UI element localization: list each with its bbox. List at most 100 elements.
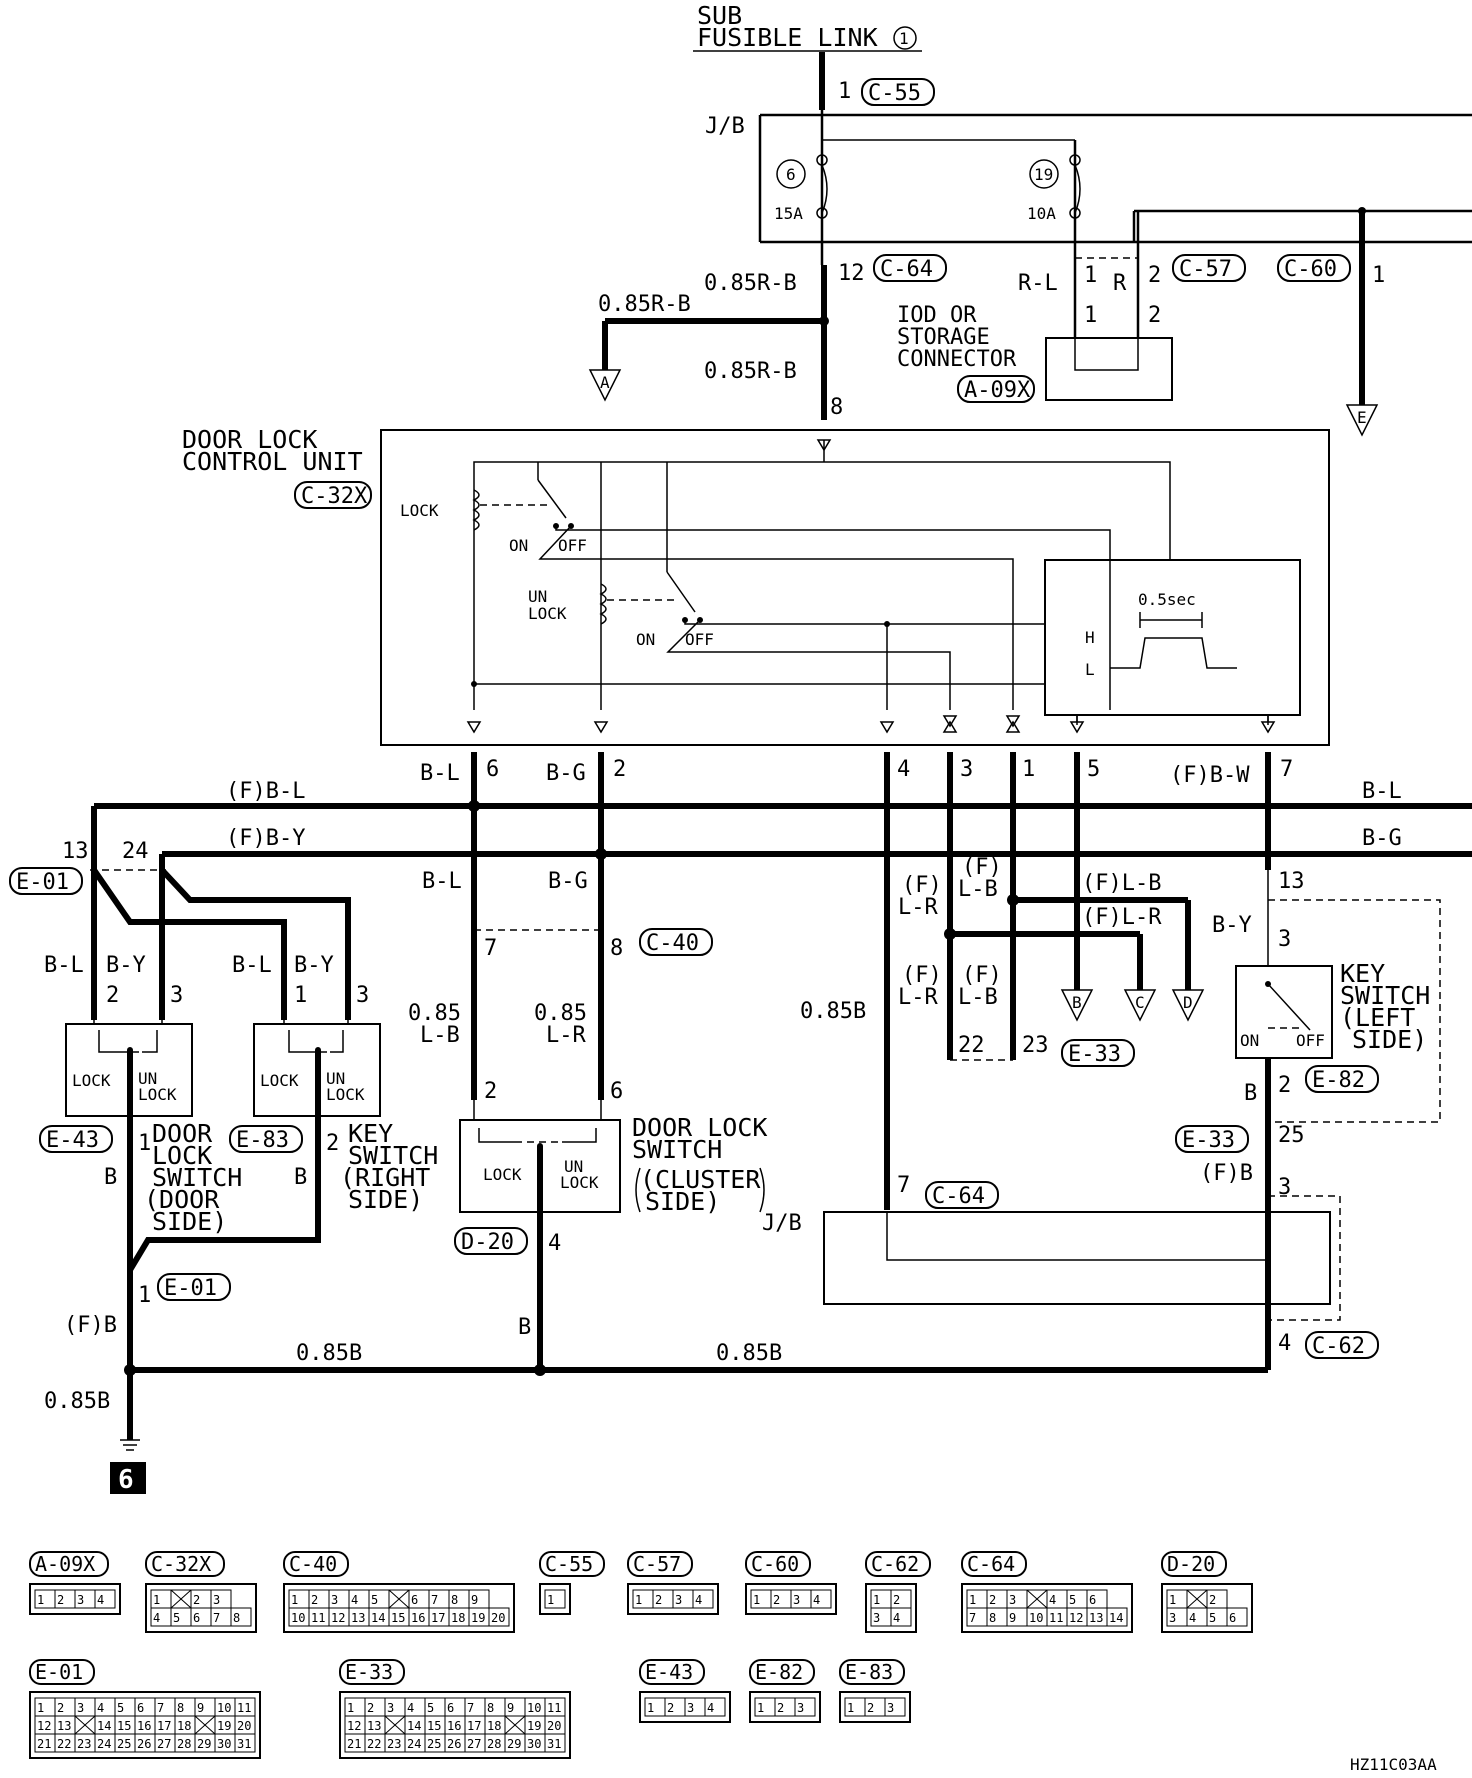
wire-label: B-L bbox=[44, 953, 84, 978]
connector-tag-e33-lower: E-33 bbox=[1175, 1125, 1249, 1153]
legend-pin: 13 bbox=[1089, 1611, 1103, 1625]
legend-pin: 11 bbox=[237, 1701, 251, 1715]
door-lock-switch-door: LOCK UN LOCK DOOR LOCK SWITCH (DOOR SIDE… bbox=[65, 1020, 242, 1370]
legend-pin: 5 bbox=[371, 1593, 378, 1607]
connector-tag-c62: C-62 bbox=[1305, 1331, 1379, 1359]
wire-label: L-B bbox=[958, 877, 998, 902]
wire-label: 0.85B bbox=[44, 1389, 110, 1414]
legend-pin: 1 bbox=[347, 1701, 354, 1715]
legend-pin: 6 bbox=[1089, 1593, 1096, 1607]
legend-connector-id: A-09X bbox=[35, 1552, 95, 1576]
pin-label: 1 bbox=[138, 1283, 151, 1308]
wire-label: B-L bbox=[422, 869, 462, 894]
legend-pin: 30 bbox=[527, 1737, 541, 1751]
offpage-arrow-c: C bbox=[1123, 989, 1157, 1022]
legend-pin: 1 bbox=[635, 1593, 642, 1607]
legend-pin: 10 bbox=[1029, 1611, 1043, 1625]
legend-pin: 15 bbox=[117, 1719, 131, 1733]
legend-pin: 3 bbox=[687, 1701, 694, 1715]
svg-text:SIDE): SIDE) bbox=[645, 1187, 720, 1216]
legend-pin: 2 bbox=[311, 1593, 318, 1607]
legend-connector-id: C-64 bbox=[967, 1552, 1015, 1576]
svg-text:CONTROL UNIT: CONTROL UNIT bbox=[182, 447, 363, 476]
wire-label: 0.85B bbox=[800, 999, 866, 1024]
connector-tag-d20: D-20 bbox=[454, 1227, 528, 1255]
connector-tag-e83: E-83 bbox=[229, 1125, 303, 1153]
legend-pin: 3 bbox=[77, 1593, 84, 1607]
connector-tag-c60: C-60 bbox=[1277, 254, 1351, 282]
iod-storage-connector: IOD OR STORAGE CONNECTOR bbox=[897, 303, 1173, 401]
legend-connector-id: C-40 bbox=[289, 1552, 337, 1576]
svg-text:OFF: OFF bbox=[685, 630, 714, 649]
pin-label: 3 bbox=[170, 983, 183, 1008]
wire-label: (F)L-R bbox=[1082, 905, 1162, 930]
legend-pin: 14 bbox=[97, 1719, 111, 1733]
svg-text:E-33: E-33 bbox=[1182, 1128, 1235, 1153]
pin-label: 23 bbox=[1022, 1033, 1049, 1058]
legend-pin: 19 bbox=[471, 1611, 485, 1625]
svg-text:OFF: OFF bbox=[558, 536, 587, 555]
pin-label: 2 bbox=[1148, 303, 1161, 328]
legend-pin: 4 bbox=[97, 1701, 104, 1715]
legend-pin: 22 bbox=[367, 1737, 381, 1751]
svg-text:SIDE): SIDE) bbox=[348, 1185, 423, 1214]
svg-text:LOCK: LOCK bbox=[528, 604, 567, 623]
legend-pin: 7 bbox=[467, 1701, 474, 1715]
pin-label: 1 bbox=[138, 1131, 151, 1156]
wire-label: 0.85B bbox=[716, 1341, 782, 1366]
wire-label: (F)B-W bbox=[1170, 763, 1250, 788]
legend-pin: 1 bbox=[757, 1701, 764, 1715]
wire-label: B-G bbox=[548, 869, 588, 894]
legend-pin: 4 bbox=[153, 1611, 160, 1625]
wire-label: B-L bbox=[420, 761, 460, 786]
legend-pin: 4 bbox=[893, 1611, 900, 1625]
legend-pin: 3 bbox=[331, 1593, 338, 1607]
legend-pin: 2 bbox=[655, 1593, 662, 1607]
legend-pin: 5 bbox=[1069, 1593, 1076, 1607]
legend-pin: 6 bbox=[137, 1701, 144, 1715]
legend-pin: 23 bbox=[387, 1737, 401, 1751]
pin-label: 4 bbox=[1278, 1331, 1291, 1356]
fuse-19: 19 10A bbox=[1027, 154, 1081, 223]
legend-pin: 3 bbox=[793, 1593, 800, 1607]
wire-label: (F) bbox=[902, 873, 942, 898]
wire-label: 0.85R-B bbox=[704, 359, 797, 384]
pin-label: 2 bbox=[484, 1079, 497, 1104]
legend-pin: 28 bbox=[177, 1737, 191, 1751]
legend-pin: 2 bbox=[893, 1593, 900, 1607]
legend-pin: 14 bbox=[1109, 1611, 1123, 1625]
legend-pin: 9 bbox=[471, 1593, 478, 1607]
svg-text:OFF: OFF bbox=[1296, 1031, 1325, 1050]
legend-pin: 29 bbox=[507, 1737, 521, 1751]
legend-pin: 18 bbox=[177, 1719, 191, 1733]
wire-label: (F) bbox=[962, 963, 1002, 988]
legend-pin: 6 bbox=[193, 1611, 200, 1625]
legend-connector-id: C-32X bbox=[151, 1552, 211, 1576]
wire-label: B bbox=[1244, 1081, 1257, 1106]
wire-label: (F)B-Y bbox=[226, 826, 305, 851]
svg-text:E-82: E-82 bbox=[1312, 1068, 1365, 1093]
pin-label: 13 bbox=[62, 839, 89, 864]
legend-pin: 8 bbox=[177, 1701, 184, 1715]
legend-pin: 22 bbox=[57, 1737, 71, 1751]
legend-pin: 3 bbox=[1169, 1611, 1176, 1625]
legend-pin: 1 bbox=[1169, 1593, 1176, 1607]
svg-text:E: E bbox=[1357, 408, 1367, 427]
legend-pin: 3 bbox=[675, 1593, 682, 1607]
wire-label: B-L bbox=[232, 953, 272, 978]
fuse-6: 6 15A bbox=[774, 154, 828, 223]
legend-pin: 4 bbox=[695, 1593, 702, 1607]
svg-text:LOCK: LOCK bbox=[260, 1071, 299, 1090]
legend-pin: 27 bbox=[467, 1737, 481, 1751]
svg-text:D: D bbox=[1183, 993, 1193, 1012]
connector-tag-e01: E-01 bbox=[9, 867, 83, 895]
wire-label: B bbox=[518, 1315, 531, 1340]
